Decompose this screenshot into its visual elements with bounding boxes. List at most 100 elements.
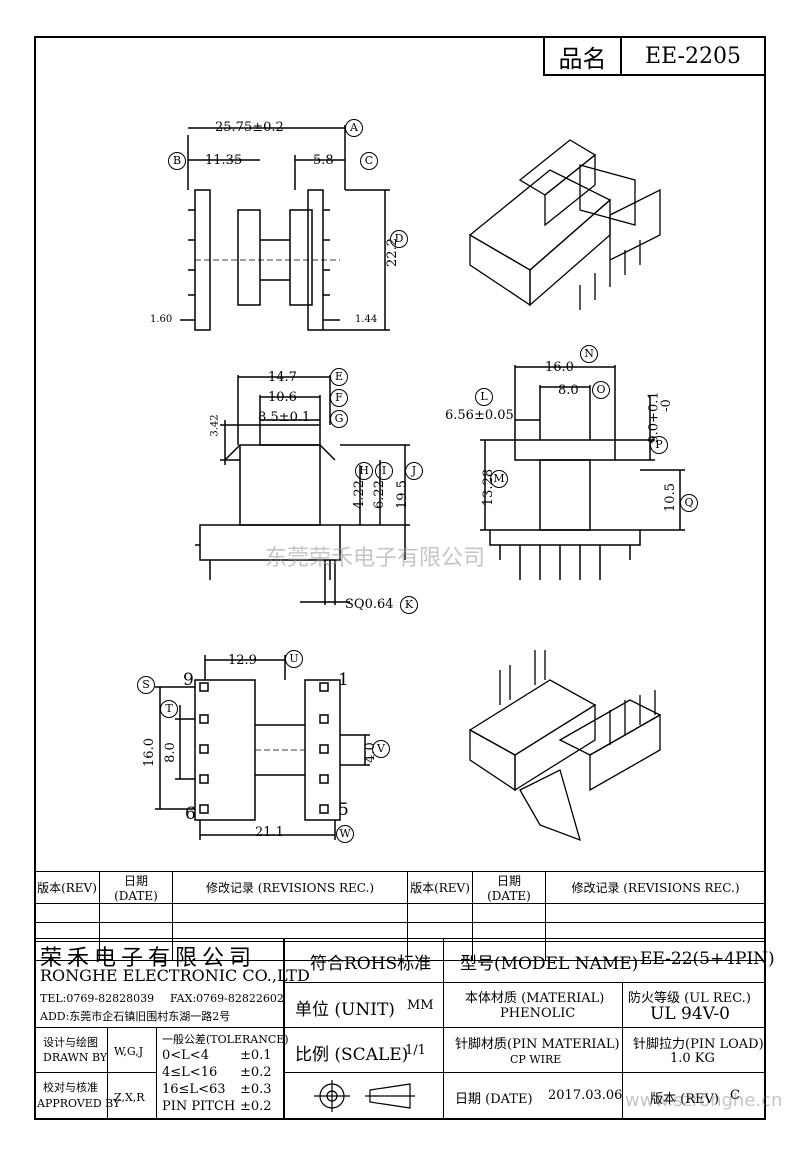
- rev-col-version: 版本(REV): [34, 871, 100, 904]
- dim-8-5: 8.5±0.1: [258, 410, 311, 425]
- marker-m: M: [490, 470, 508, 488]
- revisions-header-row: 版本(REV) 日期 (DATE) 修改记录 (REVISIONS REC.) …: [34, 871, 766, 904]
- tol-row-4-value: ±0.2: [240, 1099, 272, 1114]
- tol-row-3-range: 16≤L<63: [162, 1082, 226, 1097]
- tol-row-1-value: ±0.1: [240, 1048, 272, 1063]
- watermark-url: www.szronghe.cn: [625, 1090, 783, 1111]
- projection-symbol-icon: [314, 1080, 415, 1112]
- marker-d: D: [390, 230, 408, 248]
- unit-label: 单位 (UNIT): [295, 1000, 395, 1020]
- marker-e: E: [330, 368, 348, 386]
- date-value: 2017.03.06: [548, 1088, 623, 1103]
- rev-col-date: 日期 (DATE): [99, 871, 173, 904]
- dim-1-60: 1.60: [150, 314, 173, 325]
- dim-14-7: 14.7: [268, 370, 297, 385]
- tol-row-2-range: 4≤L<16: [162, 1065, 218, 1080]
- dim-minus-0: -0: [658, 399, 674, 412]
- top-view-drawing: [180, 125, 390, 331]
- company-address: ADD:东莞市企石镇旧围村东湖一路2号: [40, 1010, 231, 1023]
- marker-i: I: [375, 462, 393, 480]
- marker-b: B: [168, 152, 186, 170]
- rev-col-version-2: 版本(REV): [407, 871, 473, 904]
- approved-by-value: Z,X,R: [114, 1091, 145, 1104]
- marker-l: L: [475, 388, 493, 406]
- marker-n: N: [580, 345, 598, 363]
- company-name-en: RONGHE ELECTRONIC CO.,LTD: [40, 966, 310, 985]
- marker-g: G: [330, 410, 348, 428]
- dim-10-6: 10.6: [268, 390, 297, 405]
- marker-t: T: [160, 700, 178, 718]
- bottom-view-drawing: [155, 655, 370, 840]
- dim-11-35: 11.35: [205, 153, 243, 168]
- dim-4-22: 4.22: [351, 480, 367, 509]
- company-tel: TEL:0769-82828039: [40, 992, 155, 1005]
- approved-by-label-cn: 校对与核准: [43, 1081, 98, 1094]
- model-name-label: 型号(MODEL NAME): [460, 954, 639, 974]
- marker-f: F: [330, 389, 348, 407]
- model-number: EE-2205: [645, 43, 741, 69]
- model-cell: EE-2205: [620, 36, 766, 76]
- tol-row-2-value: ±0.2: [240, 1065, 272, 1080]
- isometric-view-top: [468, 139, 661, 310]
- ul-value: UL 94V-0: [650, 1004, 730, 1024]
- rev-col-record-2: 修改记录 (REVISIONS REC.): [545, 871, 766, 904]
- ul-label: 防火等级 (UL REC.): [628, 991, 751, 1006]
- tol-row-1-range: 0<L<4: [162, 1048, 209, 1063]
- marker-q: Q: [680, 494, 698, 512]
- marker-s: S: [137, 676, 155, 694]
- material-label: 本体材质 (MATERIAL): [465, 991, 605, 1006]
- pin-material-value: CP WIRE: [510, 1053, 562, 1066]
- tol-row-4-range: PIN PITCH: [162, 1099, 236, 1114]
- watermark-text: 东莞荣禾电子有限公司: [265, 546, 486, 571]
- dim-6-56: 6.56±0.05: [445, 408, 514, 423]
- drawn-by-value: W,G,J: [114, 1045, 144, 1058]
- dim-b-16-0: 16.0: [141, 738, 157, 767]
- pin-5-label: 5: [338, 800, 349, 820]
- dim-5-8: 5.8: [313, 153, 334, 168]
- pin-6-label: 6: [185, 804, 196, 824]
- version-value: C: [730, 1088, 740, 1103]
- pin-load-label: 针脚拉力(PIN LOAD): [633, 1037, 764, 1052]
- name-label: 品名: [558, 44, 607, 73]
- marker-k: K: [400, 596, 418, 614]
- marker-j: J: [405, 462, 423, 480]
- rohs-label: 符合ROHS标准: [310, 954, 432, 974]
- unit-value: MM: [407, 998, 434, 1013]
- drawn-by-label-cn: 设计与绘图: [43, 1036, 98, 1049]
- isometric-view-bottom: [468, 650, 662, 842]
- revisions-row: [34, 941, 766, 961]
- company-name-cn: 荣禾电子有限公司: [40, 946, 257, 971]
- marker-c: C: [360, 152, 378, 170]
- model-name-value: EE-22(5+4PIN): [640, 949, 775, 969]
- version-cell: [622, 1072, 766, 1120]
- version-label: 版本 (REV): [650, 1092, 719, 1107]
- dim-6-22: 6.22: [371, 480, 387, 509]
- pin-9-label: 9: [183, 670, 194, 690]
- dim-b-8-0: 8.0: [162, 742, 178, 763]
- revisions-row: [34, 903, 766, 923]
- marker-v: V: [372, 740, 390, 758]
- dim-19-5: 19.5: [394, 480, 410, 509]
- revisions-table: 版本(REV) 日期 (DATE) 修改记录 (REVISIONS REC.) …: [34, 871, 766, 961]
- approved-by-label-en: APPROVED BY: [37, 1097, 121, 1110]
- dim-10-5: 10.5: [662, 483, 678, 512]
- dim-3-42: 3.42: [209, 414, 221, 437]
- dim-12-9: 12.9: [228, 653, 257, 668]
- rev-col-record: 修改记录 (REVISIONS REC.): [172, 871, 408, 904]
- dim-16-0: 16.0: [545, 360, 574, 375]
- approved-by-value-cell: [107, 1072, 157, 1120]
- marker-w: W: [336, 825, 354, 843]
- pin-material-label: 针脚材质(PIN MATERIAL): [455, 1037, 620, 1052]
- name-label-cell: 品名: [543, 36, 622, 76]
- pin-1-label: 1: [338, 670, 349, 690]
- tol-row-3-value: ±0.3: [240, 1082, 272, 1097]
- marker-h: H: [355, 462, 373, 480]
- scale-label: 比例 (SCALE): [295, 1045, 409, 1065]
- dim-1-44: 1.44: [355, 314, 378, 325]
- material-value: PHENOLIC: [500, 1006, 576, 1021]
- marker-p: P: [650, 436, 668, 454]
- drawn-by-label-en: DRAWN BY: [43, 1051, 108, 1064]
- revisions-row: [34, 922, 766, 942]
- pin-load-value: 1.0 KG: [670, 1051, 715, 1066]
- dim-overall-width: 25.75±0.2: [215, 120, 284, 135]
